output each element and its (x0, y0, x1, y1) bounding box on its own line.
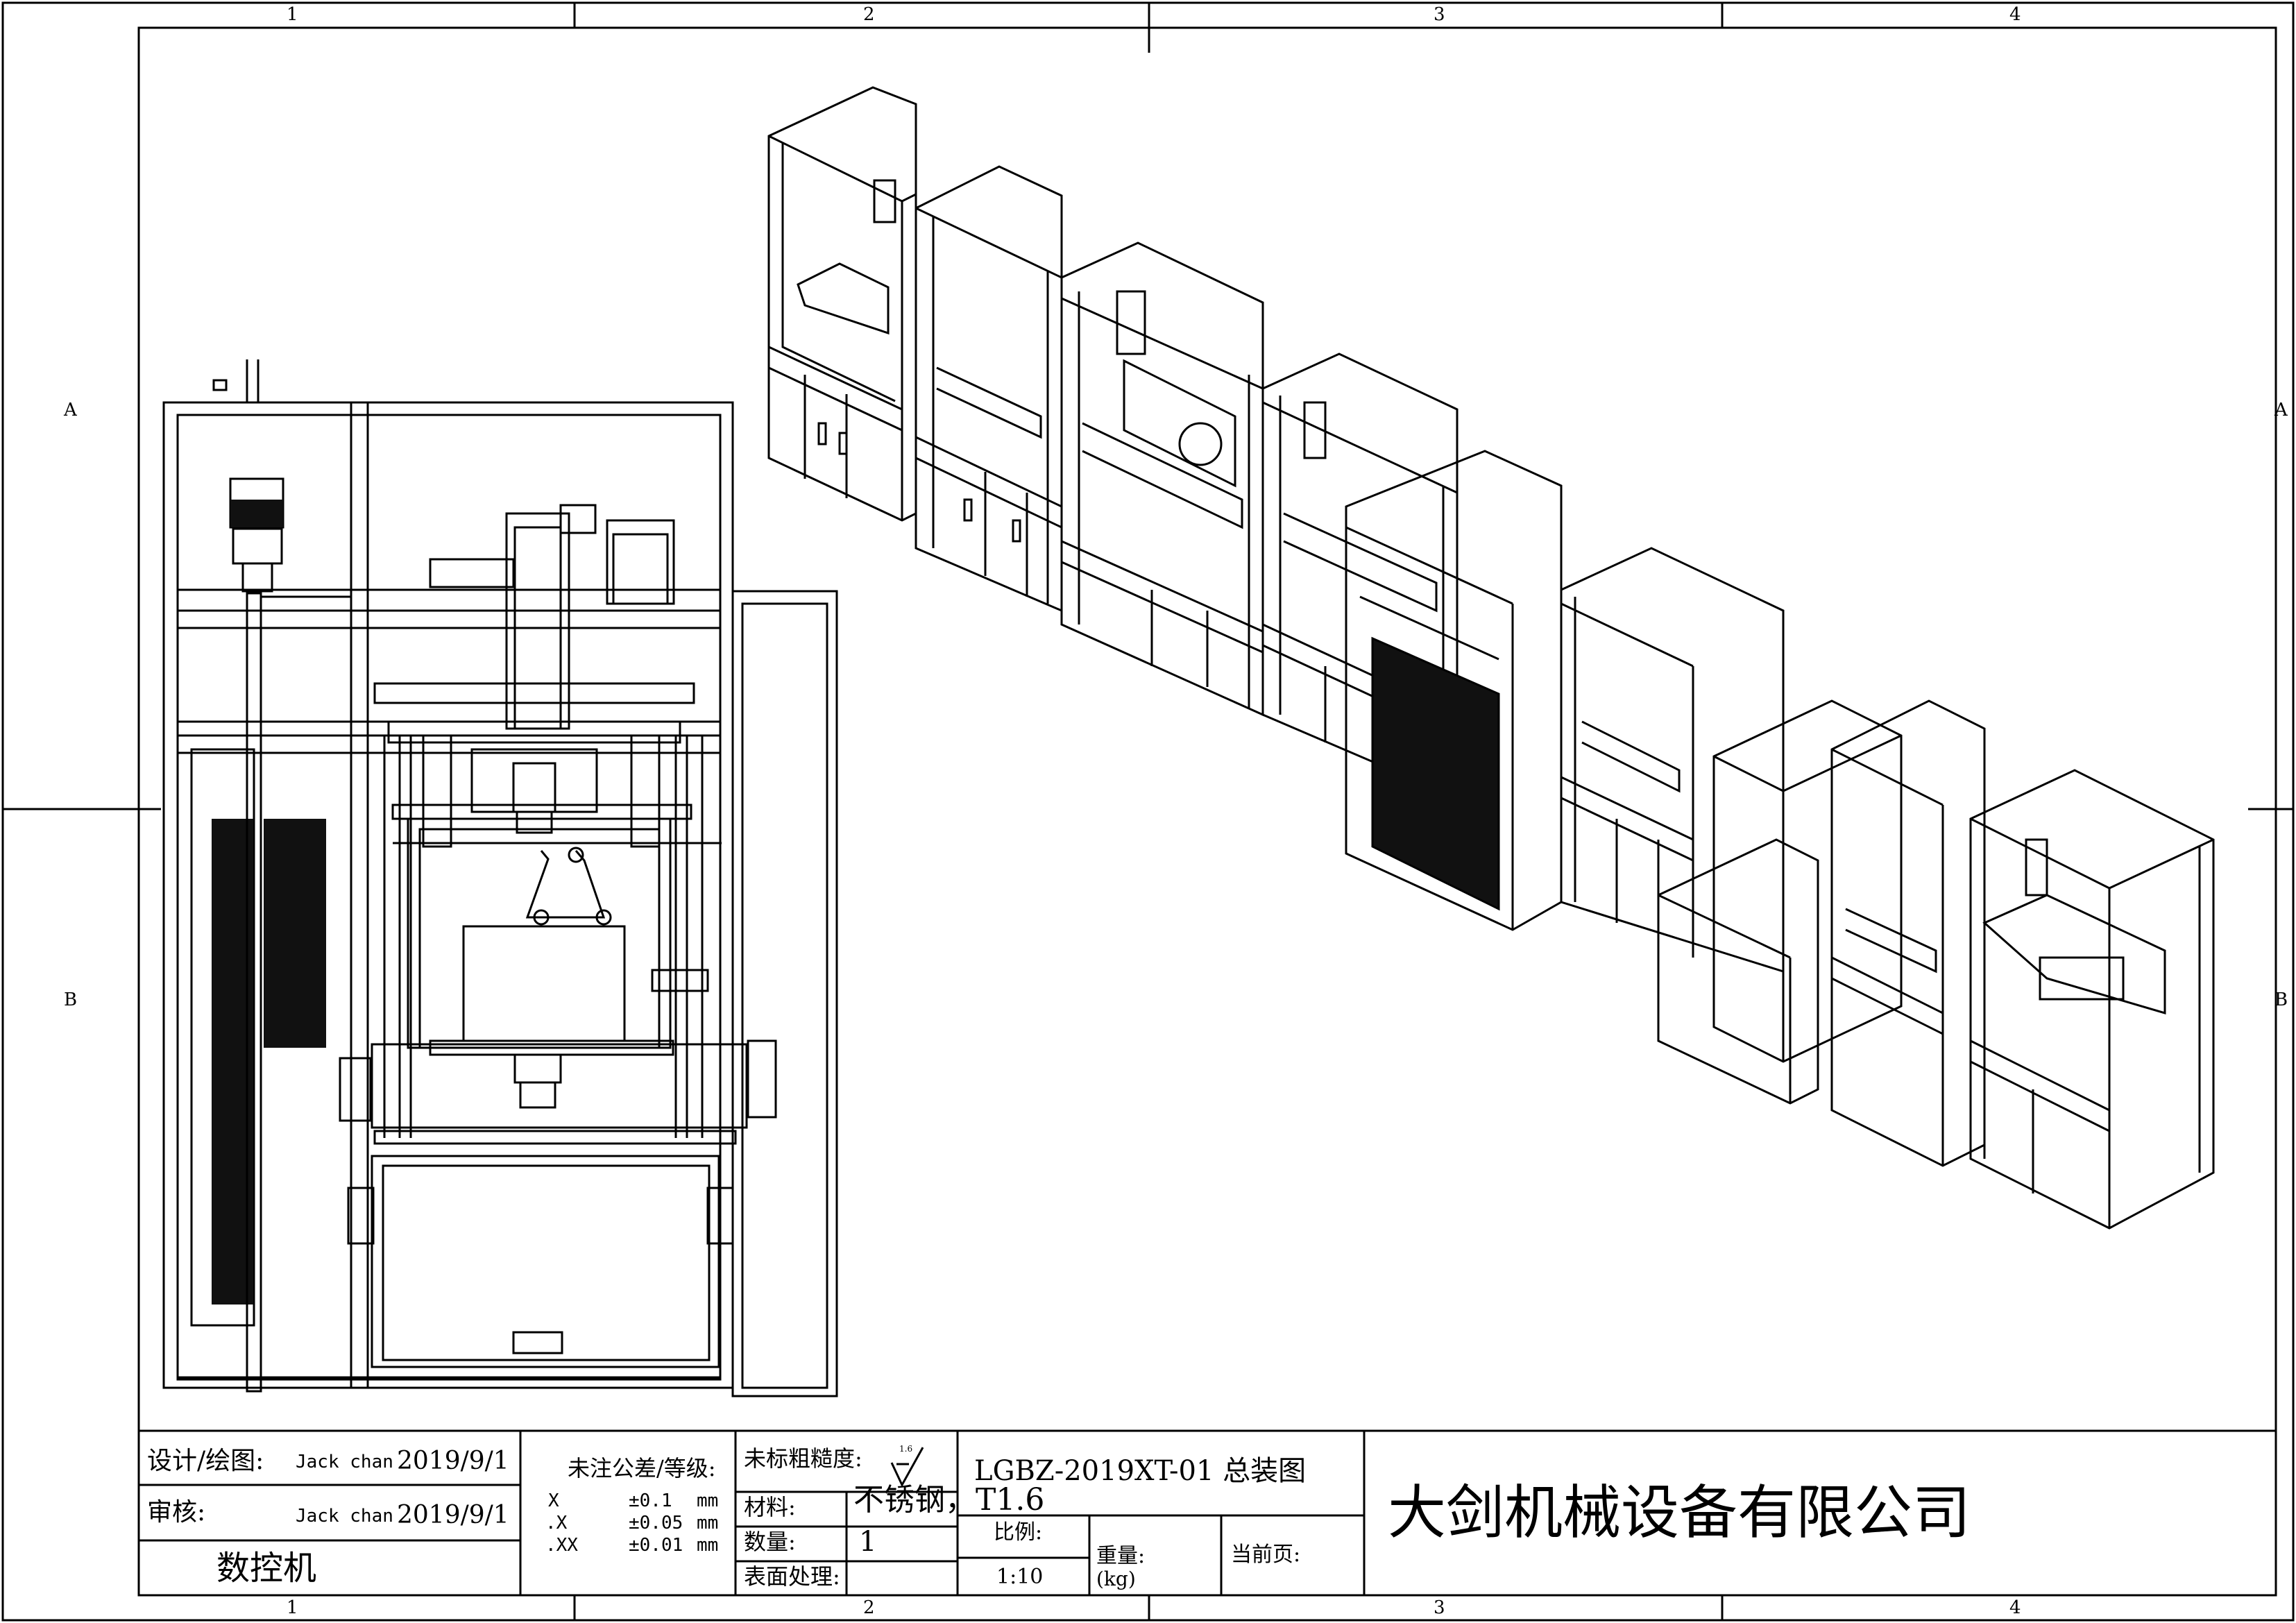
iso-module-8 (1969, 769, 2215, 1230)
tolerance-unit-x: mm (697, 1490, 719, 1511)
iso-module-1 (767, 86, 917, 522)
iso-module-4 (1261, 352, 1459, 800)
roughness-symbol (890, 1447, 924, 1488)
company-name: 大剑机械设备有限公司 (1388, 1479, 1971, 1547)
zone-dividers (3, 3, 2293, 1620)
iso-module-2 (915, 165, 1063, 613)
title-block-grid (139, 1429, 2276, 1595)
tolerance-dim-2: .XX (545, 1535, 578, 1556)
zone-col-2-bottom: 2 (863, 1597, 875, 1618)
tolerance-val-2: ±0.01 (629, 1535, 683, 1556)
page-label: 当前页: (1231, 1543, 1301, 1567)
iso-view (767, 86, 2215, 1230)
roughness-label: 未标粗糙度: (744, 1445, 862, 1472)
tolerance-dim-x: X (548, 1490, 559, 1511)
design-label: 设计/绘图: (147, 1447, 264, 1475)
zone-col-1-top: 1 (287, 4, 298, 25)
scale-value: 1:10 (996, 1565, 1044, 1589)
inner-border (137, 26, 2277, 1597)
iso-enclosure (1657, 699, 1903, 1105)
reviewer-name: Jack chan (296, 1506, 393, 1527)
quantity-value: 1 (859, 1526, 877, 1558)
iso-module-6 (1560, 547, 1785, 974)
tolerance-label: 未注公差/等级: (568, 1455, 716, 1481)
product-name: 数控机 (216, 1549, 317, 1588)
iso-module-3 (1060, 241, 1264, 717)
material-label: 材料: (744, 1494, 796, 1520)
weight-label: 重量: (1096, 1544, 1146, 1568)
zone-row-b-left: B (64, 989, 78, 1010)
zone-col-2-top: 2 (863, 4, 875, 25)
zone-row-a-right: A (2274, 400, 2288, 420)
material-value: 不锈钢，T1.6 (853, 1482, 1045, 1518)
tolerance-val-1: ±0.05 (629, 1513, 683, 1533)
zone-col-3-top: 3 (1434, 4, 1445, 25)
zone-col-1-bottom: 1 (287, 1597, 298, 1618)
zone-col-4-top: 4 (2009, 4, 2021, 25)
review-label: 审核: (147, 1498, 206, 1527)
front-view (162, 359, 838, 1397)
roughness-value: 1.6 (899, 1444, 913, 1454)
tolerance-unit-2: mm (697, 1535, 719, 1556)
scale-label: 比例: (994, 1520, 1043, 1545)
tolerance-unit-1: mm (697, 1513, 719, 1533)
zone-col-3-bottom: 3 (1434, 1597, 1445, 1618)
zone-row-a-left: A (64, 400, 77, 420)
drawing-number: LGBZ-2019XT-01 总装图 (974, 1455, 1307, 1487)
weight-unit: (kg) (1096, 1567, 1136, 1590)
designer-name: Jack chan (296, 1452, 393, 1472)
zone-col-4-bottom: 4 (2009, 1597, 2021, 1618)
design-date: 2019/9/1 (397, 1447, 509, 1475)
quantity-label: 数量: (744, 1529, 796, 1555)
iso-module-5 (1345, 450, 1563, 931)
zone-row-b-right: B (2274, 989, 2288, 1010)
tolerance-val-x: ±0.1 (629, 1490, 672, 1511)
review-date: 2019/9/1 (397, 1501, 509, 1529)
iso-module-7 (1830, 699, 1986, 1167)
surface-label: 表面处理: (744, 1563, 840, 1590)
tolerance-dim-1: .X (545, 1513, 568, 1533)
